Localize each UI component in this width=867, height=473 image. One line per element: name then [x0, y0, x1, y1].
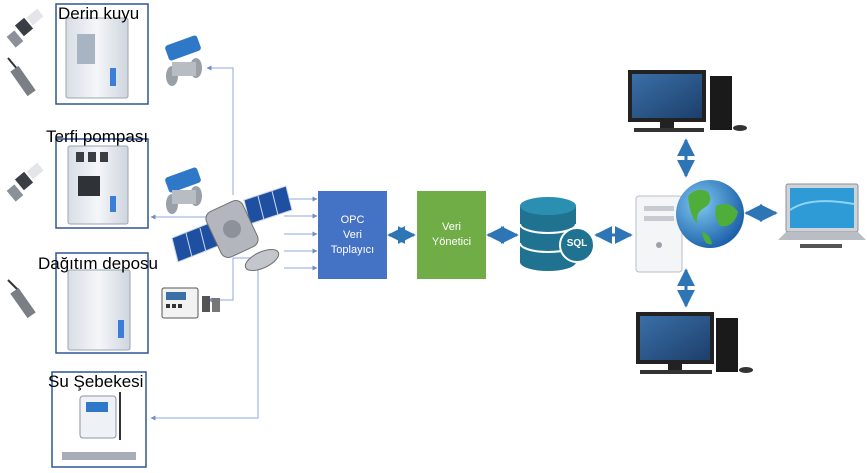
- manager-box-line1: Veri: [442, 221, 461, 233]
- flowmeter-icon: [165, 35, 202, 86]
- site-label-derin-kuyu: Derin kuyu: [58, 4, 140, 23]
- sql-label: SQL: [566, 238, 588, 249]
- site-label-depo: Dağıtım deposu: [38, 254, 159, 273]
- pressure-sensor-icon: [6, 8, 44, 48]
- opc-box-line1: OPC: [340, 213, 365, 226]
- desktop-icon: [636, 312, 753, 374]
- opc-box-line3: Toplayıcı: [330, 243, 375, 256]
- server-icon: [635, 195, 683, 273]
- level-probe-icon: [7, 57, 36, 97]
- data-manager-box: Veri Yönetici: [417, 191, 486, 279]
- globe-icon: [676, 180, 744, 248]
- opc-box-line2: Veri: [343, 228, 362, 241]
- manager-box-line2: Yönetici: [431, 236, 472, 248]
- site-label-terfi: Terfi pompası: [46, 127, 149, 146]
- database-icon: [519, 197, 595, 271]
- connector-sebeke: [150, 258, 259, 421]
- connector-derin-kuyu: [206, 65, 234, 195]
- laptop-icon: [778, 183, 866, 248]
- cabinet-icon: [65, 17, 129, 99]
- cabinet-icon: [67, 145, 129, 225]
- desktop-icon: [628, 70, 747, 132]
- water-meter-icon: [62, 392, 136, 460]
- flow-arrows: [387, 138, 778, 308]
- level-probe-icon: [7, 279, 36, 319]
- satellite-icon: [171, 185, 293, 272]
- site-label-sebeke: Su Şebekesi: [48, 372, 144, 391]
- connector-depo: [207, 257, 258, 303]
- cabinet-icon: [67, 269, 131, 351]
- opc-data-collector-box: OPC Veri Toplayıcı: [318, 191, 387, 279]
- flowmeter-icon: [165, 167, 202, 214]
- pressure-sensor-icon: [6, 162, 44, 202]
- ultrasonic-flowmeter-icon: [161, 287, 220, 319]
